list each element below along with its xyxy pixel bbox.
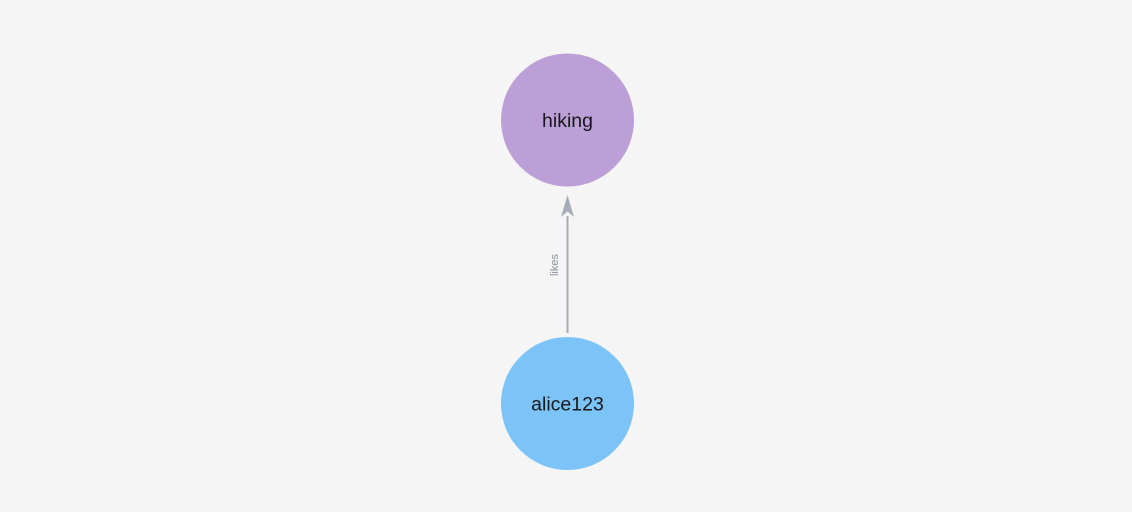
edge-label-likes: likes [549, 254, 561, 277]
node-alice123-label: alice123 [531, 394, 604, 416]
node-hiking-circle[interactable] [501, 53, 634, 187]
node-hiking-label: hiking [542, 110, 593, 132]
edge-alice123-likes-hiking[interactable]: likes [549, 195, 574, 333]
node-alice123[interactable]: alice123 [501, 337, 634, 470]
arrow-head-icon [561, 195, 574, 217]
node-hiking[interactable]: hiking [501, 53, 634, 187]
node-alice123-circle[interactable] [501, 337, 634, 470]
